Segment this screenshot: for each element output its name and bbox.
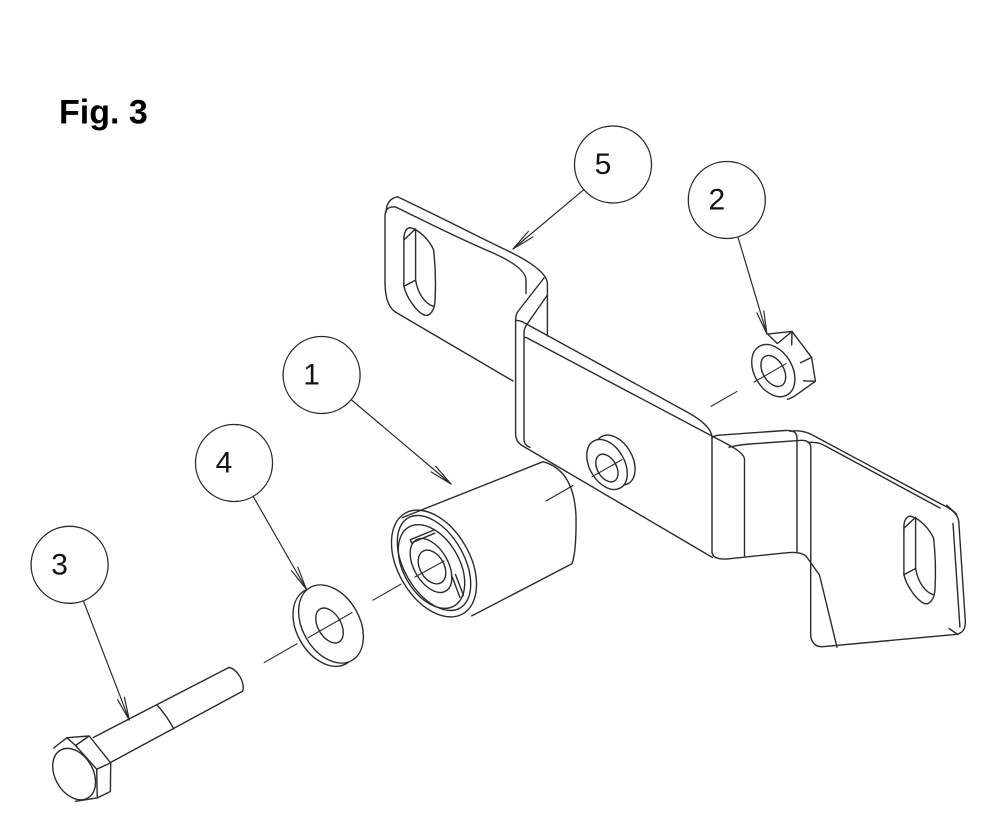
svg-text:5: 5 <box>595 148 612 181</box>
svg-text:3: 3 <box>51 548 68 581</box>
svg-text:Fig. 3: Fig. 3 <box>59 94 148 132</box>
svg-text:1: 1 <box>303 359 320 392</box>
svg-text:4: 4 <box>216 447 233 480</box>
svg-text:2: 2 <box>708 184 725 217</box>
